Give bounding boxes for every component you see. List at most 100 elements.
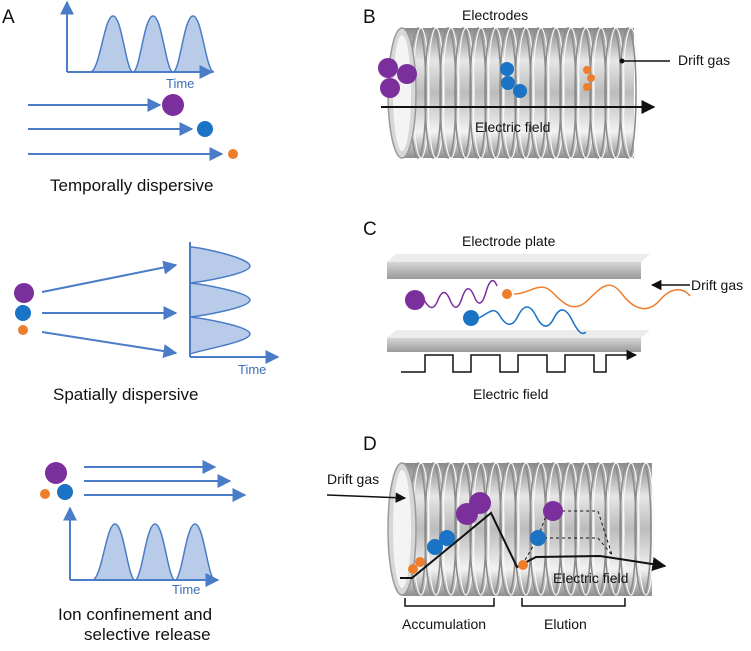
large-ion (45, 462, 67, 484)
electrode-ring (514, 462, 532, 596)
electrode-ring (529, 462, 547, 596)
electrode-ring (544, 462, 562, 596)
small-ion (587, 74, 595, 82)
panel-letter-c: C (363, 219, 377, 240)
release-dashed-path (537, 510, 613, 556)
electrode-ring-highlight (622, 462, 640, 596)
drift-gas-arrow (326, 492, 407, 503)
small-ion (415, 557, 425, 567)
electrode-ring-highlight (487, 27, 505, 159)
electrode-ring (469, 27, 487, 159)
electrode-ring-highlight (487, 462, 505, 596)
accumulation-bracket (404, 598, 495, 607)
electrode-ring (424, 462, 442, 596)
electrode-ring (589, 462, 607, 596)
electrode-ring-highlight (457, 27, 475, 159)
small-ion (583, 83, 591, 91)
electrode-ring (604, 27, 622, 159)
spatial-peaks-plot (189, 242, 280, 364)
large-ion (397, 64, 417, 84)
electrode-ring-highlight (472, 27, 490, 159)
electrode-ring-highlight (532, 462, 550, 596)
electrode-ring (484, 27, 502, 159)
panel-letter-a: A (2, 7, 15, 28)
medium-ion (427, 539, 443, 555)
electrode-ring (559, 462, 577, 596)
electrode-ring (544, 27, 562, 159)
electrode-ring-highlight (562, 462, 580, 596)
panel-letter-d: D (363, 434, 377, 455)
large-ion-trajectory (423, 279, 498, 309)
electrode-ring-highlight (502, 462, 520, 596)
electrode-ring-highlight (517, 462, 535, 596)
electrode-ring (454, 27, 472, 159)
caption-spatial: Spatially dispersive (53, 385, 199, 404)
medium-ion (15, 305, 31, 321)
electrode-ring (424, 27, 442, 159)
electrode-ring-highlight (637, 462, 655, 596)
electrode-ring-highlight (547, 27, 565, 159)
electrode-ring-highlight (442, 462, 460, 596)
medium-ion (530, 530, 546, 546)
electrode-ring (559, 27, 577, 159)
lower-plate-top (387, 330, 650, 338)
small-ion (583, 66, 591, 74)
electric-field-label: Electric field (475, 119, 551, 135)
lower-plate (387, 338, 641, 352)
release-peaks-plot (63, 506, 220, 587)
caption-confinement-line2: selective release (84, 625, 211, 644)
electrode-ring-highlight (562, 27, 580, 159)
panel-b (378, 27, 670, 159)
electrode-ring-highlight (442, 27, 460, 159)
electrode-ring-highlight (592, 462, 610, 596)
electrode-ring (484, 462, 502, 596)
panel-letter-b: B (363, 7, 376, 28)
electrode-rings (409, 462, 655, 596)
small-ion (40, 489, 50, 499)
time-axis-label: Time (238, 362, 267, 377)
small-ion (228, 149, 238, 159)
medium-ion (463, 310, 479, 326)
large-ion (14, 283, 34, 303)
caption-confinement-line1: Ion confinement and (58, 605, 213, 624)
drift-gas-label: Drift gas (327, 471, 380, 487)
electrode-ring (634, 462, 652, 596)
peaks (91, 523, 216, 581)
electrode-ring-highlight (607, 27, 625, 159)
accumulation-label: Accumulation (402, 616, 487, 632)
electrode-ring-highlight (427, 462, 445, 596)
panel-d (326, 462, 667, 607)
large-ion (543, 501, 563, 521)
upper-plate-top (387, 254, 650, 262)
ion-path-arrow (41, 260, 178, 293)
electrode-ring-highlight (547, 462, 565, 596)
medium-ion (197, 121, 213, 137)
elution-label: Elution (544, 616, 587, 632)
peaks (89, 15, 215, 73)
medium-ion-trajectory (478, 306, 587, 335)
electric-field-label: Electric field (553, 570, 629, 586)
medium-ion (501, 76, 515, 90)
small-ion-trajectory (513, 284, 691, 310)
large-ion (405, 290, 425, 310)
release-dashed-path (538, 537, 613, 556)
upper-plate (387, 262, 641, 279)
large-ion (378, 58, 398, 78)
electrode-ring-highlight (577, 462, 595, 596)
electrode-ring-highlight (622, 27, 640, 159)
elution-bracket (521, 598, 626, 607)
peaks (189, 246, 251, 356)
electrode-rings (409, 27, 640, 159)
time-axis-label: Time (166, 76, 195, 91)
electrode-ring-highlight (577, 27, 595, 159)
electrode-ring (529, 27, 547, 159)
electrode-ring (589, 27, 607, 159)
electrode-ring (604, 462, 622, 596)
electrode-plate-label: Electrode plate (462, 233, 556, 249)
medium-ion (513, 84, 527, 98)
electrode-ring (574, 462, 592, 596)
electrode-ring-highlight (592, 27, 610, 159)
large-ion (162, 94, 184, 116)
drift-gas-label: Drift gas (678, 52, 731, 68)
